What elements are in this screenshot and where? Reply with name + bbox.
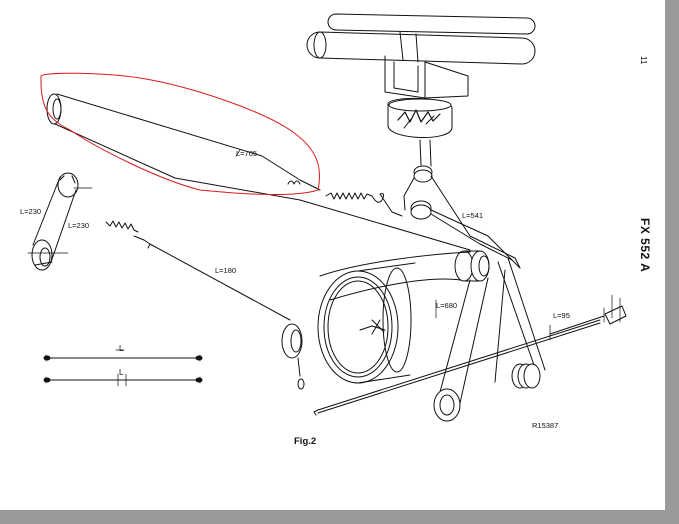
tuning-shaft-assembly <box>306 13 536 220</box>
length-legend <box>43 349 203 387</box>
label-cord-230-right: L=230 <box>68 221 89 230</box>
page-mark: 11 <box>639 56 648 65</box>
label-legend-length-a: L <box>119 344 124 353</box>
drawing-reference: R15387 <box>532 421 558 430</box>
right-pulley-train <box>319 175 546 422</box>
label-cord-180: L=180 <box>215 266 236 275</box>
dimension-guides <box>235 149 437 319</box>
right-scrollbar-strip[interactable] <box>665 0 679 519</box>
label-cord-95: L=95 <box>553 311 570 320</box>
label-cord-541: L=541 <box>462 211 483 220</box>
label-cord-680: L=680 <box>436 301 457 310</box>
lower-drive-shaft <box>313 294 627 416</box>
bottom-scrollbar-strip[interactable] <box>0 510 679 519</box>
label-legend-length-b: L <box>119 368 124 377</box>
left-pulley-pair <box>27 172 93 271</box>
highlight-annotation <box>40 72 321 195</box>
figure-caption: Fig.2 <box>294 436 316 447</box>
paper-sheet <box>0 0 665 510</box>
main-drum <box>317 262 416 384</box>
model-number: FX 552 A <box>638 218 652 272</box>
cord-180 <box>105 220 305 390</box>
label-cord-230-left: L=230 <box>20 207 41 216</box>
label-cord-705: L=705 <box>236 149 257 158</box>
